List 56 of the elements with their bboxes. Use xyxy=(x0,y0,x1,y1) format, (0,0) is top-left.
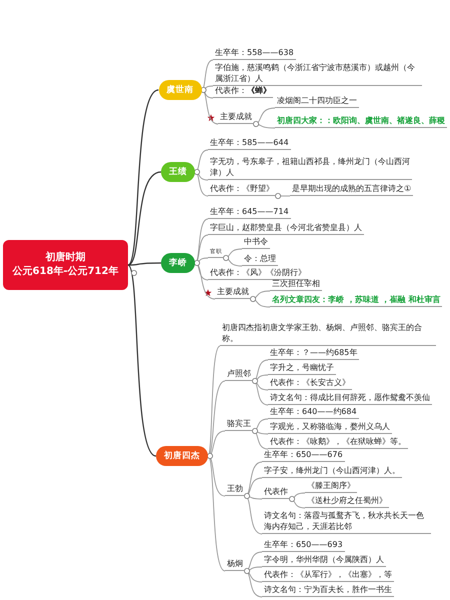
root-title: 初唐时期 xyxy=(46,251,86,265)
topic-text: 三次担任宰相 xyxy=(270,278,322,291)
topic-text: 诗文名句：落霞与孤鹜齐飞，秋水共长天一色海内存知己，天涯若比邻 xyxy=(262,510,431,534)
topic-pill: 虞世南 xyxy=(158,80,202,100)
topic-text: 代表作：《咏鹅》，《在狱咏蝉》等。 xyxy=(268,436,408,449)
topic-text: 骆宾王 xyxy=(225,418,253,431)
period-text: 公元618年-公元712年 xyxy=(12,265,118,279)
topic-text: 《滕王阁序》 xyxy=(305,480,357,493)
branch-line xyxy=(252,380,268,406)
topic-text: 名列文章四友：李峤 ，苏味道 ，崔融 和杜审言 xyxy=(270,294,442,307)
topic-text: 生卒年：640——约684 xyxy=(268,406,359,419)
root-box xyxy=(3,240,128,290)
topic-text: 生卒年：558——638 xyxy=(213,47,296,60)
topic-text: 字巨山，赵郡赞皇县（今河北省赞皇县）人 xyxy=(208,222,364,235)
topic-pill: 初唐四杰 xyxy=(156,446,208,466)
branch-line xyxy=(128,262,161,266)
topic-text: 代表作：《蝉》 xyxy=(213,85,273,98)
topic-text: 字观光，又称骆临海，婺州义乌人 xyxy=(268,421,392,434)
topic-text: 字子安，绛州龙门（今山西河津）人。 xyxy=(262,465,402,478)
branch-line xyxy=(208,456,226,496)
topic-text: 中书令 xyxy=(242,236,270,249)
topic-text: 代表作：《野望》 xyxy=(208,183,276,196)
topic-text: 杨炯 xyxy=(225,558,245,571)
topic-text: 《送杜少府之任蜀州》 xyxy=(305,495,389,508)
topic-text: 代表作 xyxy=(262,486,290,499)
topic-text: 初唐四杰指初唐文学家王勃、杨炯、卢照邻、骆宾王的合称。 xyxy=(220,322,436,346)
topic-text: 字升之，号幽忧子 xyxy=(268,362,336,375)
topic-text: 生卒年：650——693 xyxy=(262,539,345,552)
topic-text: 主要成就 xyxy=(218,111,254,124)
topic-pill: 李峤 xyxy=(161,253,195,273)
branch-line xyxy=(244,462,262,496)
topic-pill: 王绩 xyxy=(161,162,195,182)
topic-text: 字伯施，慈溪鸣鹤（今浙江省宁波市慈溪市）或越州（今属浙江省）人 xyxy=(213,62,422,86)
branch-line xyxy=(128,171,162,266)
topic-text: 生卒年：645——714 xyxy=(208,206,291,219)
topic-text: 生卒年：？——约685年 xyxy=(268,347,360,360)
topic-text: 字令明，华州华阴（今属陕西）人 xyxy=(262,554,386,567)
topic-text: 生卒年：585——644 xyxy=(208,137,291,150)
branch-line xyxy=(128,264,156,456)
branch-line xyxy=(244,496,262,534)
branch-line xyxy=(128,89,159,266)
topic-text: 主要成就 xyxy=(215,286,251,299)
topic-text: 令：总理 xyxy=(242,253,278,266)
topic-text: 代表作：《风》《汾阴行》 xyxy=(208,267,308,280)
topic-text: 是早期出现的成熟的五言律诗之① xyxy=(290,183,414,196)
topic-text: 字无功，号东皋子，祖籍山西祁县，绛州龙门（今山西河津）人 xyxy=(208,156,412,180)
topic-text: 凌烟阁二十四功臣之一 xyxy=(275,95,359,108)
topic-text: 生卒年：650——676 xyxy=(262,449,345,462)
topic-text: 诗文名句：得成比目何辞死，愿作鸳鸯不羡仙 xyxy=(268,392,432,405)
topic-text: 王勃 xyxy=(225,483,245,496)
branch-line xyxy=(201,90,218,124)
topic-text: 代表作：《长安古义》 xyxy=(268,377,352,390)
topic-text: 初唐四大家：：欧阳询、虞世南、褚遂良、薛稷 xyxy=(275,115,447,128)
topic-text: 代表作：《从军行》，《出塞》，等 xyxy=(262,569,394,582)
topic-text: 诗文名句：宁为百夫长，胜作一书生 xyxy=(262,584,394,597)
topic-text: 卢照邻 xyxy=(225,368,253,381)
